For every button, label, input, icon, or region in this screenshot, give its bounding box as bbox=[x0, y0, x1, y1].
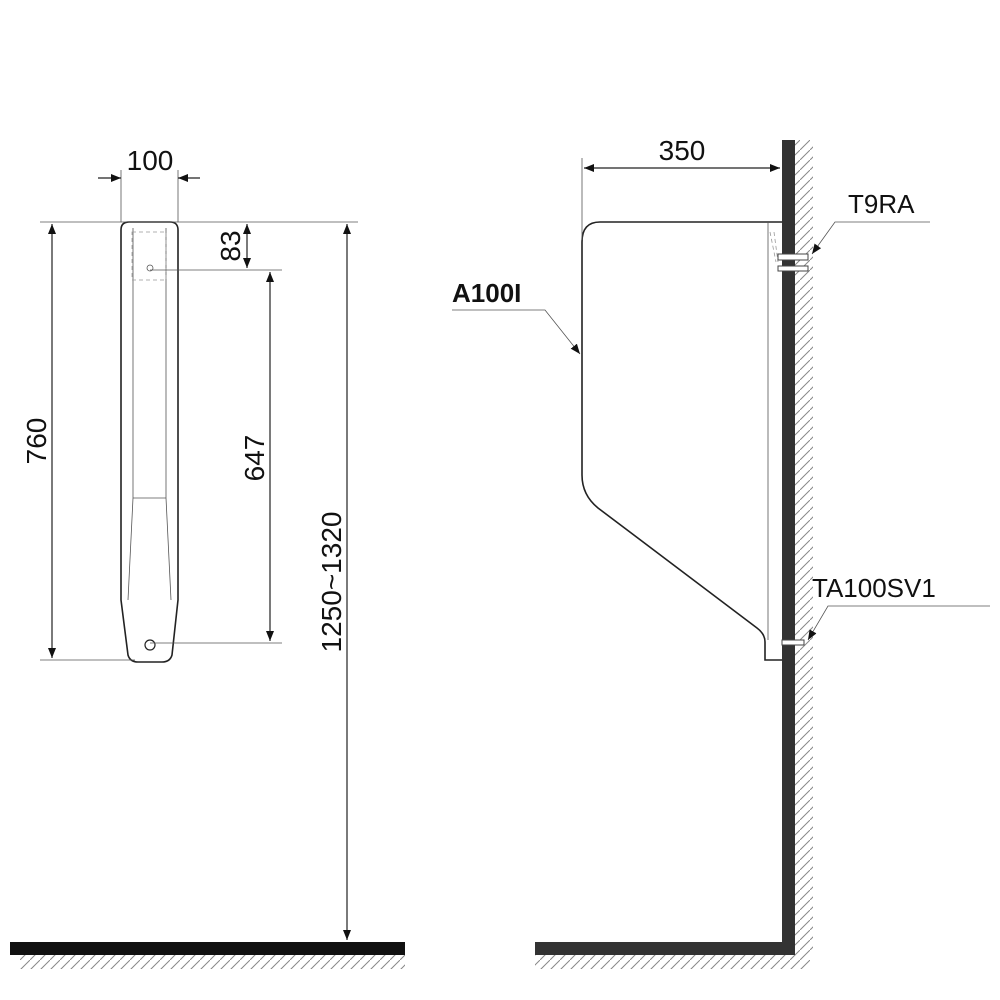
dim-width-100: 100 bbox=[127, 145, 174, 176]
floor-right-hatch bbox=[535, 955, 810, 969]
dim-760: 760 bbox=[21, 418, 52, 465]
label-a100i: A100I bbox=[452, 278, 521, 308]
dim-1250-1320: 1250~1320 bbox=[316, 512, 347, 653]
floor-right bbox=[535, 942, 795, 955]
floor-left-hatch bbox=[20, 955, 405, 969]
front-view: 100 83 760 647 1250~1320 bbox=[10, 145, 405, 969]
floor-left bbox=[10, 942, 405, 955]
inlet-hole-icon bbox=[146, 264, 154, 272]
wall-hatch bbox=[795, 140, 813, 955]
outlet-hole-icon bbox=[144, 639, 156, 651]
side-view: 350 A100I T9RA TA100SV1 bbox=[452, 135, 990, 969]
dim-83: 83 bbox=[215, 230, 246, 261]
inlet-spreader bbox=[769, 231, 779, 263]
dim-350: 350 bbox=[659, 135, 706, 166]
t9ra-fitting-nut bbox=[777, 265, 809, 272]
label-ta100sv1: TA100SV1 bbox=[812, 573, 936, 603]
urinal-front-body bbox=[120, 221, 179, 663]
urinal-front-channel bbox=[127, 228, 172, 601]
urinal-side-body bbox=[581, 221, 782, 661]
ta100sv1-fitting bbox=[781, 639, 805, 646]
inlet-plate bbox=[131, 231, 167, 281]
label-t9ra: T9RA bbox=[848, 189, 915, 219]
dim-647: 647 bbox=[239, 435, 270, 482]
t9ra-fitting bbox=[777, 253, 809, 261]
wall bbox=[782, 140, 795, 955]
